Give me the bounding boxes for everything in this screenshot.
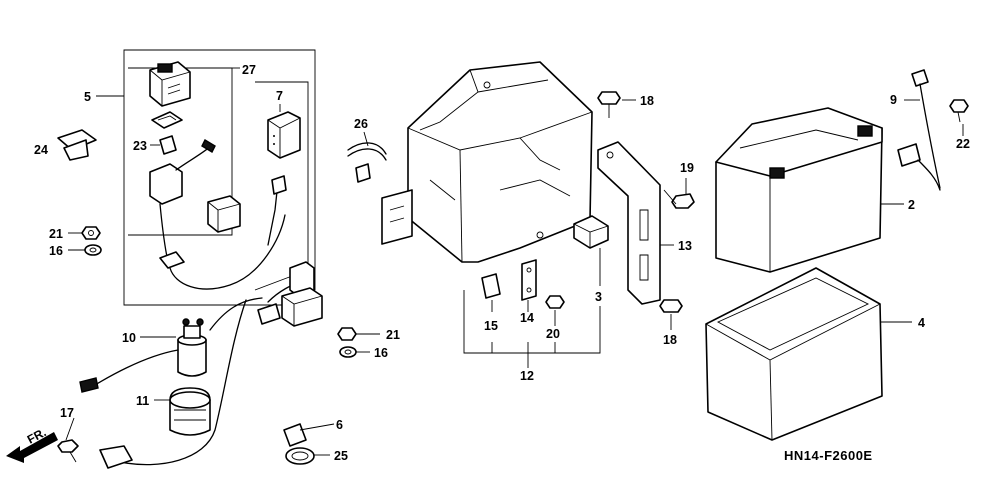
plate-14 bbox=[521, 259, 537, 301]
bolt-18-bottom bbox=[659, 299, 683, 313]
callout-4: 4 bbox=[918, 316, 925, 330]
callout-20: 20 bbox=[546, 327, 560, 341]
callout-24: 24 bbox=[34, 143, 48, 157]
callout-21-right: 21 bbox=[386, 328, 400, 342]
solenoid-cover-11 bbox=[169, 387, 211, 436]
solenoid-10 bbox=[79, 318, 207, 393]
callout-16-right: 16 bbox=[374, 346, 388, 360]
callout-15: 15 bbox=[484, 319, 498, 333]
bolt-22 bbox=[949, 99, 969, 123]
callout-labels: 5 27 7 23 24 21 16 10 11 17 21 16 6 25 2… bbox=[34, 63, 970, 463]
callout-10: 10 bbox=[122, 331, 136, 345]
nut-21-left bbox=[81, 226, 101, 240]
callout-23: 23 bbox=[133, 139, 147, 153]
callout-19: 19 bbox=[680, 161, 694, 175]
callout-27: 27 bbox=[242, 63, 256, 77]
connector-23 bbox=[159, 135, 177, 155]
callout-9: 9 bbox=[890, 93, 897, 107]
group-bracket-7 bbox=[254, 81, 309, 291]
callout-14: 14 bbox=[520, 311, 534, 325]
washer-16-left bbox=[84, 244, 102, 256]
callout-18-bottom: 18 bbox=[663, 333, 677, 347]
terminal-cover-6 bbox=[281, 261, 323, 327]
negative-cable-9 bbox=[897, 69, 941, 191]
clip-24 bbox=[57, 129, 97, 161]
callout-13: 13 bbox=[678, 239, 692, 253]
screw-20 bbox=[545, 295, 565, 309]
callout-3: 3 bbox=[595, 290, 602, 304]
rubber-cap-27 bbox=[207, 195, 241, 233]
bolt-19 bbox=[663, 189, 695, 209]
leader-lines bbox=[65, 67, 964, 456]
battery-stay-13 bbox=[597, 141, 661, 305]
terminal-cap-7 bbox=[267, 111, 301, 246]
callout-25: 25 bbox=[334, 449, 348, 463]
bolt-18-top bbox=[597, 91, 621, 118]
battery-cable-6 bbox=[99, 281, 301, 469]
callout-5: 5 bbox=[84, 90, 91, 104]
diagram-code: HN14-F2600E bbox=[784, 448, 873, 463]
band-26 bbox=[347, 142, 387, 183]
callout-26: 26 bbox=[354, 117, 368, 131]
callout-7: 7 bbox=[276, 89, 283, 103]
clip-15 bbox=[481, 273, 501, 299]
callout-16-left: 16 bbox=[49, 244, 63, 258]
battery-2 bbox=[715, 107, 883, 273]
relay-harness bbox=[149, 139, 286, 290]
cushion-3 bbox=[573, 215, 609, 249]
bolt-17 bbox=[57, 439, 79, 463]
washer-16-right bbox=[339, 346, 357, 358]
callout-2: 2 bbox=[908, 198, 915, 212]
callout-18-top: 18 bbox=[640, 94, 654, 108]
band-25 bbox=[283, 423, 315, 465]
callout-12: 12 bbox=[520, 369, 534, 383]
callout-17: 17 bbox=[60, 406, 74, 420]
nut-21-right bbox=[337, 327, 357, 341]
battery-box bbox=[381, 61, 593, 263]
callout-21-left: 21 bbox=[49, 227, 63, 241]
battery-case-4 bbox=[705, 267, 883, 441]
callout-11: 11 bbox=[136, 394, 149, 408]
callout-6: 6 bbox=[336, 418, 343, 432]
starter-relay bbox=[149, 61, 191, 107]
relay-cover bbox=[151, 111, 183, 129]
callout-22: 22 bbox=[956, 137, 970, 151]
front-arrow-icon: FR. bbox=[6, 425, 58, 463]
